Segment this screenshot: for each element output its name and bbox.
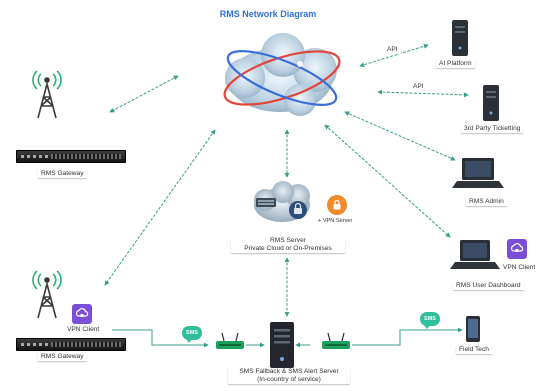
link-gateway-modem-left: [112, 329, 209, 348]
link-cloud-gateway-top: [109, 75, 179, 113]
rms-server-title: RMS Server: [270, 237, 306, 244]
link-cloud-ai: [359, 43, 429, 68]
ai-platform-label: AI Platform: [436, 60, 475, 69]
field-tech-phone-icon: [466, 316, 480, 342]
sms-badge-left: SMS: [182, 326, 202, 343]
vpn-server-label: + VPN Server: [315, 218, 356, 225]
sms-server-icon: [270, 322, 294, 368]
tower-icon-top: [32, 70, 62, 119]
api-label-ai: API: [384, 46, 401, 55]
user-dashboard-label: RMS User Dashboard: [453, 282, 524, 291]
rms-admin-label: RMS Admin: [466, 198, 507, 207]
user-dashboard-vpn-label: VPN Client: [500, 264, 536, 273]
sms-server-title: SMS Fallback & SMS Alert Server: [239, 368, 339, 375]
gateway-top-label: RMS Gateway: [38, 170, 87, 179]
rms-server-label: RMS Server Private Cloud or On-Premises: [231, 237, 345, 254]
vpn-client-gateway-icon: [72, 304, 92, 324]
link-cloud-ticketing: [377, 89, 469, 98]
link-cloud-admin: [344, 111, 456, 161]
gateway-bottom-vpn-label: VPN Client: [64, 326, 103, 335]
rms-gateway-bottom-device: [16, 338, 126, 351]
sms-server-label: SMS Fallback & SMS Alert Server (In-coun…: [228, 368, 350, 385]
gateway-bottom-label: RMS Gateway: [38, 353, 87, 362]
vpn-client-dashboard-icon: [507, 239, 527, 259]
field-tech-label: Field Tech: [456, 346, 492, 355]
diagram-title: RMS Network Diagram: [219, 9, 317, 19]
sms-modem-right-icon: [322, 332, 350, 349]
rms-server-cloud-icon: [254, 181, 310, 222]
rms-user-dashboard-laptop-icon: [450, 240, 500, 269]
ai-platform-server-icon: [452, 20, 468, 56]
sms-badge-right: SMS: [420, 312, 440, 329]
link-modem-right-fieldtech: [352, 327, 463, 346]
ticketing-server-icon: [483, 85, 499, 121]
sms-server-subtitle: (In-country of service): [257, 376, 321, 384]
rms-server-subtitle: Private Cloud or On-Premises: [244, 245, 332, 253]
rms-gateway-top-device: [16, 150, 126, 163]
sms-modem-left-icon: [216, 332, 244, 349]
api-label-ticketing: API: [410, 83, 427, 92]
rms-cloud-icon: [223, 33, 341, 116]
link-cloud-dashboard: [324, 124, 451, 238]
vpn-server-lock-icon: [327, 195, 347, 215]
rms-admin-laptop-icon: [452, 158, 504, 188]
ticketing-label: 3rd Party Ticketting: [461, 125, 524, 134]
tower-icon-bottom: [32, 270, 62, 319]
link-cloud-gateway-bottom: [104, 129, 216, 286]
